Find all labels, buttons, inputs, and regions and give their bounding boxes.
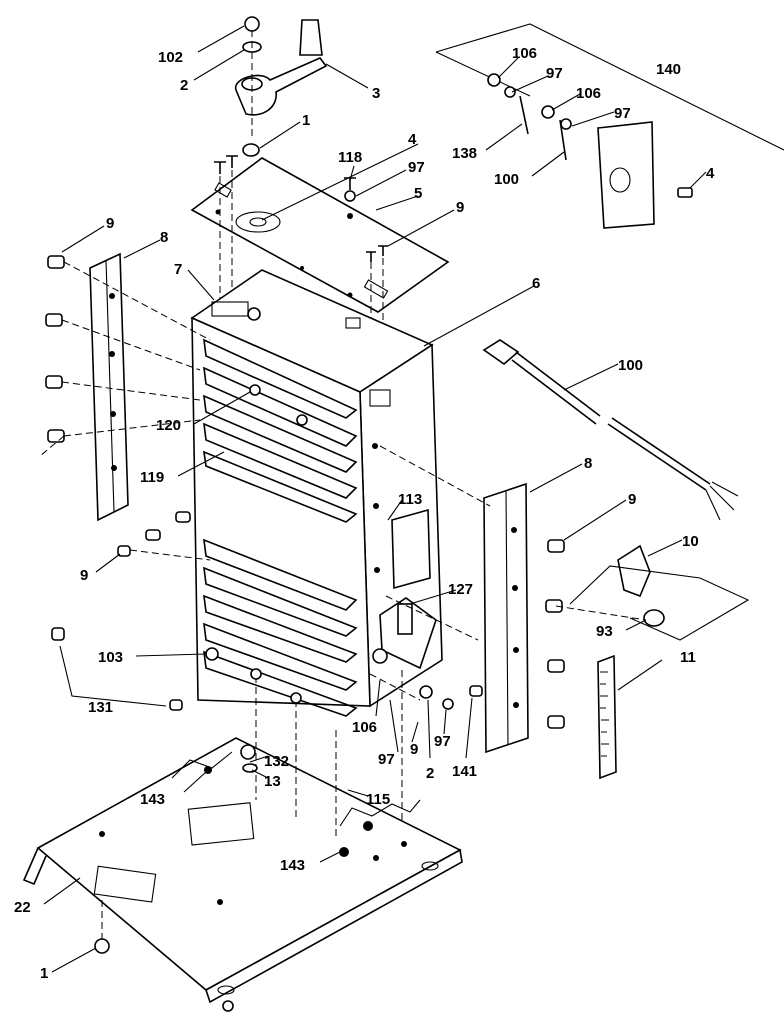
crank-handle-assembly bbox=[235, 16, 328, 157]
label-97: 97 bbox=[546, 65, 563, 82]
label-13: 13 bbox=[264, 773, 281, 790]
label-9: 9 bbox=[80, 567, 88, 584]
label-8: 8 bbox=[584, 455, 592, 472]
leader-lines bbox=[43, 25, 707, 973]
label-120: 120 bbox=[156, 417, 181, 434]
label-106: 106 bbox=[512, 45, 537, 62]
base-plate bbox=[22, 627, 463, 1012]
label-11: 11 bbox=[680, 649, 696, 666]
label-9: 9 bbox=[628, 491, 636, 508]
top-plate bbox=[190, 157, 450, 313]
label-1: 1 bbox=[302, 112, 310, 129]
label-106: 106 bbox=[352, 719, 377, 736]
label-143: 143 bbox=[140, 791, 165, 808]
cabinet-body bbox=[190, 269, 443, 717]
label-115: 115 bbox=[366, 791, 390, 808]
label-97: 97 bbox=[434, 733, 451, 750]
label-132: 132 bbox=[264, 753, 289, 770]
label-141: 141 bbox=[452, 763, 477, 780]
label-97: 97 bbox=[614, 105, 631, 122]
label-97: 97 bbox=[378, 751, 395, 768]
label-9: 9 bbox=[106, 215, 114, 232]
label-7: 7 bbox=[174, 261, 182, 278]
label-2: 2 bbox=[426, 765, 434, 782]
label-22: 22 bbox=[14, 899, 31, 916]
label-102: 102 bbox=[158, 49, 183, 66]
label-138: 138 bbox=[452, 145, 477, 162]
label-140: 140 bbox=[656, 61, 681, 78]
label-1: 1 bbox=[40, 965, 48, 982]
label-93: 93 bbox=[596, 623, 613, 640]
label-4: 4 bbox=[706, 165, 715, 182]
label-103: 103 bbox=[98, 649, 123, 666]
label-119: 119 bbox=[140, 469, 164, 486]
label-3: 3 bbox=[372, 85, 380, 102]
label-2: 2 bbox=[180, 77, 188, 94]
label-6: 6 bbox=[532, 275, 540, 292]
detail-inset bbox=[435, 23, 784, 229]
label-8: 8 bbox=[160, 229, 168, 246]
left-side-panel bbox=[39, 252, 211, 561]
knob-and-bushing bbox=[555, 544, 750, 641]
label-100: 100 bbox=[494, 171, 519, 188]
label-118: 118 bbox=[338, 149, 362, 166]
label-10: 10 bbox=[682, 533, 699, 550]
label-113: 113 bbox=[398, 491, 422, 508]
right-side-panel bbox=[379, 445, 565, 754]
label-143: 143 bbox=[280, 857, 305, 874]
label-9: 9 bbox=[410, 741, 418, 758]
label-5: 5 bbox=[414, 185, 422, 202]
label-106: 106 bbox=[576, 85, 601, 102]
scale-bar bbox=[597, 654, 617, 780]
label-97: 97 bbox=[408, 159, 425, 176]
part-labels: 102 2 3 1 4 118 97 5 9 9 8 7 6 106 97 14… bbox=[14, 45, 715, 982]
power-cord bbox=[482, 339, 739, 521]
label-131: 131 bbox=[88, 699, 113, 716]
control-components bbox=[369, 508, 483, 840]
label-100: 100 bbox=[618, 357, 643, 374]
label-9: 9 bbox=[456, 199, 464, 216]
label-4: 4 bbox=[408, 131, 417, 148]
label-127: 127 bbox=[448, 581, 473, 598]
